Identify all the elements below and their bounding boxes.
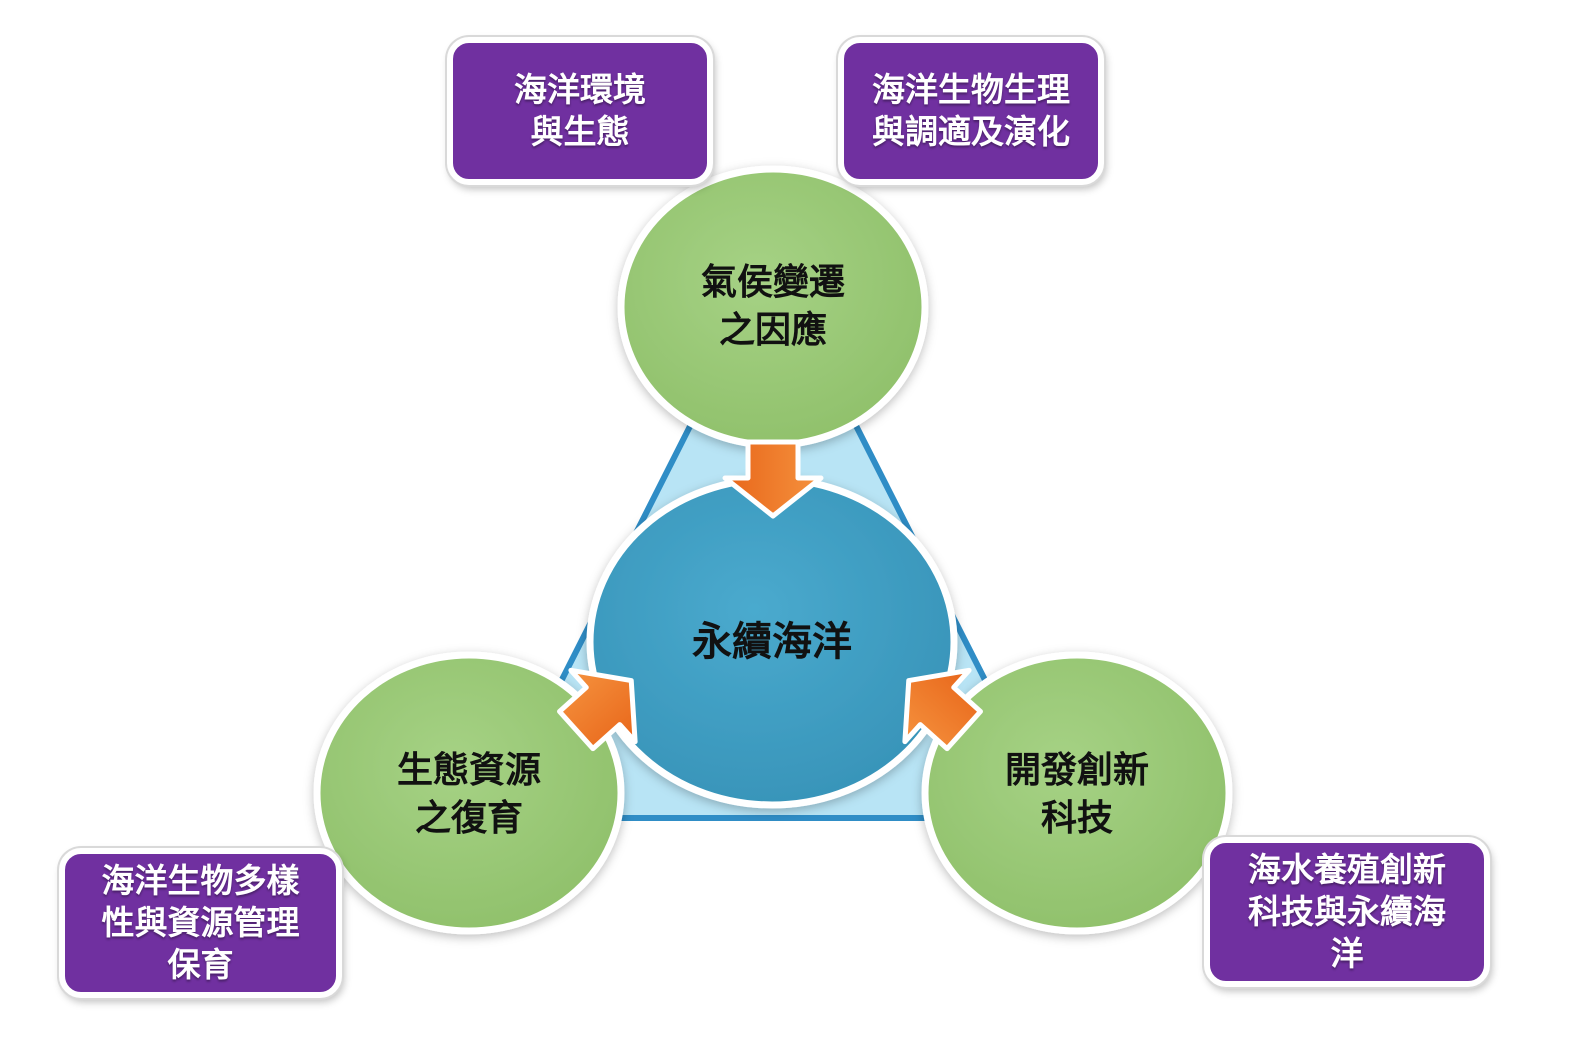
topic-box-marine-physiology: 海洋生物生理 與調適及演化 bbox=[838, 37, 1104, 185]
topic-box-biodiversity: 海洋生物多樣 性與資源管理 保育 bbox=[59, 848, 342, 998]
pillar-circle-right bbox=[921, 651, 1233, 935]
pillar-label-left: 生態資源 之復育 bbox=[396, 750, 541, 839]
pillar-label-top: 氣侯變遷 之因應 bbox=[700, 262, 845, 351]
pillar-label-right: 開發創新 科技 bbox=[1004, 750, 1149, 839]
arrow-left-to-center bbox=[557, 667, 638, 752]
center-label: 永續海洋 bbox=[692, 619, 852, 665]
topic-box-marine-environment: 海洋環境 與生態 bbox=[447, 37, 713, 185]
pillar-circle-left bbox=[313, 651, 625, 935]
arrow-top-to-center bbox=[722, 439, 824, 519]
arrow-right-to-center bbox=[902, 667, 983, 752]
topic-box-aquaculture: 海水養殖創新 科技與永續海 洋 bbox=[1204, 837, 1490, 987]
